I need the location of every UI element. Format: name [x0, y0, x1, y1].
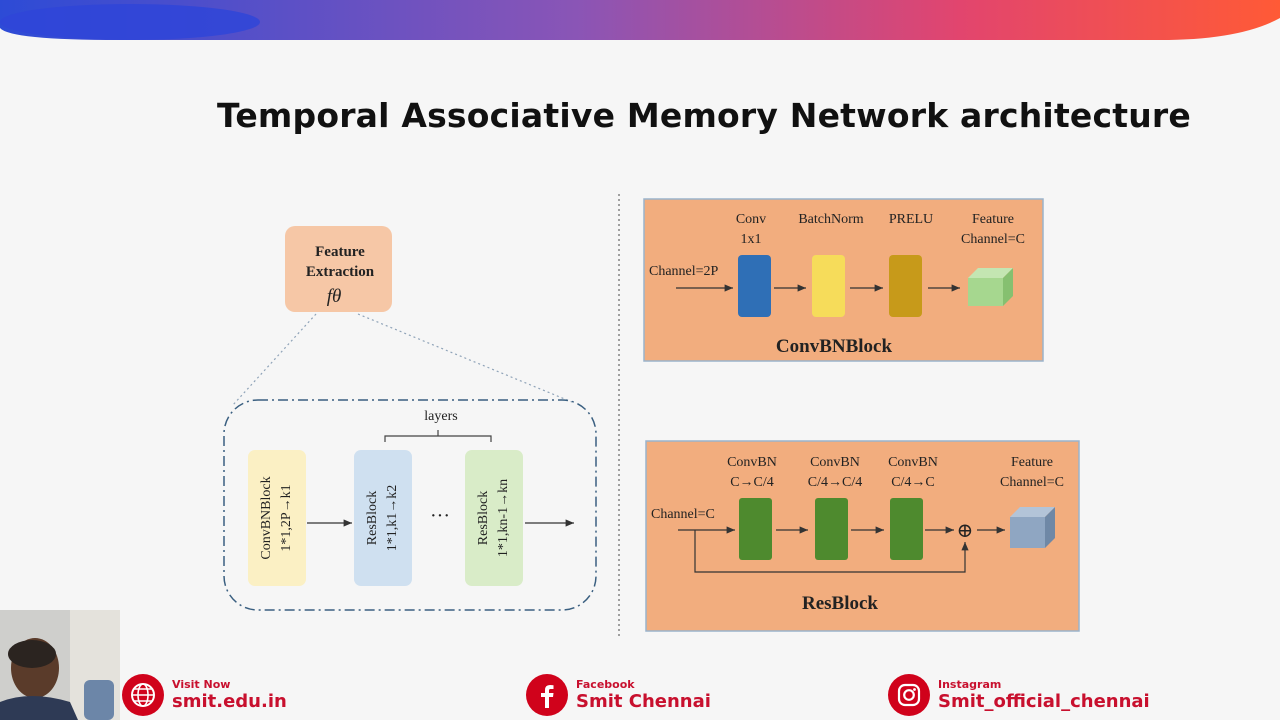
- pipeline-block-3: ResBlock 1*1,kn-1→kn: [465, 450, 523, 586]
- feature-extraction-line2: Extraction: [306, 264, 375, 280]
- footer-website[interactable]: Visit Now smit.edu.in: [122, 674, 287, 716]
- resblock-layer-label: ConvBN: [727, 455, 777, 470]
- instagram-icon: [888, 674, 930, 716]
- resblock-layer-sublabel: C/4→C/4: [808, 475, 862, 490]
- resblock-layer-2: ConvBN C/4→C/4: [808, 455, 862, 560]
- convbn-layer-2: BatchNorm: [798, 212, 864, 317]
- convbn-output-label-2: Channel=C: [961, 232, 1025, 247]
- layers-label: layers: [424, 409, 457, 424]
- resblock-skip-connection: [694, 530, 969, 573]
- pipeline-block-name: ResBlock: [365, 491, 380, 545]
- globe-icon: [122, 674, 164, 716]
- convbn-input-label: Channel=2P: [649, 264, 719, 279]
- convbn-layer-sublabel: 1x1: [741, 232, 762, 247]
- layers-brace: [384, 430, 492, 442]
- pipeline-block-name: ResBlock: [476, 491, 491, 545]
- zoom-line-left: [231, 313, 317, 407]
- facebook-icon: [526, 674, 568, 716]
- resblock-sum-symbol: ⊕: [957, 520, 974, 542]
- footer-facebook-link[interactable]: Smit Chennai: [576, 690, 711, 712]
- convbn-layer-3: PRELU: [889, 212, 933, 317]
- pipeline-block-detail: 1*1,kn-1→kn: [496, 479, 511, 557]
- resblock-input-label: Channel=C: [651, 507, 715, 522]
- pipeline-block-detail: 1*1,2P→k1: [279, 484, 294, 551]
- feature-extraction-line1: Feature: [315, 244, 365, 260]
- pipeline-block-1: ConvBNBlock 1*1,2P→k1: [248, 450, 306, 586]
- presenter-webcam: [0, 610, 120, 720]
- footer-facebook-caption: Facebook: [576, 677, 635, 691]
- resblock-layer-1: ConvBN C→C/4: [727, 455, 777, 560]
- resblock-layer-label: ConvBN: [810, 455, 860, 470]
- resblock-output-cube: [1010, 507, 1055, 548]
- feature-extraction-symbol: fθ: [327, 286, 342, 307]
- feature-extraction-box: Feature Extraction fθ: [285, 226, 392, 312]
- resblock-layer-sublabel: C→C/4: [730, 475, 774, 490]
- convbn-output-label-1: Feature: [972, 212, 1014, 227]
- resblock-layer-label: ConvBN: [888, 455, 938, 470]
- resblock-panel-title: ResBlock: [802, 593, 878, 614]
- footer-facebook[interactable]: Facebook Smit Chennai: [526, 674, 711, 716]
- footer-website-link[interactable]: smit.edu.in: [172, 690, 287, 712]
- convbn-layer-label: Conv: [736, 212, 766, 227]
- resblock-panel: Channel=C ConvBNC→C/4ConvBNC/4→C/4ConvBN…: [645, 440, 1080, 632]
- footer-instagram[interactable]: Instagram Smit_official_chennai: [888, 674, 1150, 716]
- convbn-output-cube: [968, 268, 1013, 306]
- convbn-panel-title: ConvBNBlock: [776, 336, 893, 357]
- pipeline-block-2: ResBlock 1*1,k1→k2: [354, 450, 412, 586]
- resblock-output-label-2: Channel=C: [1000, 475, 1064, 490]
- top-gradient-banner: [0, 0, 1280, 40]
- resblock-layer-3: ConvBN C/4→C: [888, 455, 938, 560]
- footer-instagram-link[interactable]: Smit_official_chennai: [938, 690, 1150, 712]
- convbn-layer-label: BatchNorm: [798, 212, 863, 227]
- zoom-line-right: [357, 313, 573, 403]
- slide-title: Temporal Associative Memory Network arch…: [217, 96, 1191, 135]
- pipeline-block-detail: 1*1,k1→k2: [385, 485, 400, 552]
- footer-instagram-caption: Instagram: [938, 677, 1002, 691]
- convbn-layer-1: Conv 1x1: [736, 212, 771, 317]
- pipeline-ellipsis: ···: [430, 505, 450, 527]
- convbn-layer-label: PRELU: [889, 212, 933, 227]
- resblock-layer-sublabel: C/4→C: [891, 475, 935, 490]
- convbn-panel: Channel=2P Conv 1x1 BatchNorm PRELU Feature…: [643, 198, 1044, 362]
- pipeline-block-name: ConvBNBlock: [259, 476, 274, 559]
- footer-website-caption: Visit Now: [172, 677, 231, 691]
- pipeline-container: [223, 399, 597, 611]
- resblock-output-label-1: Feature: [1011, 455, 1053, 470]
